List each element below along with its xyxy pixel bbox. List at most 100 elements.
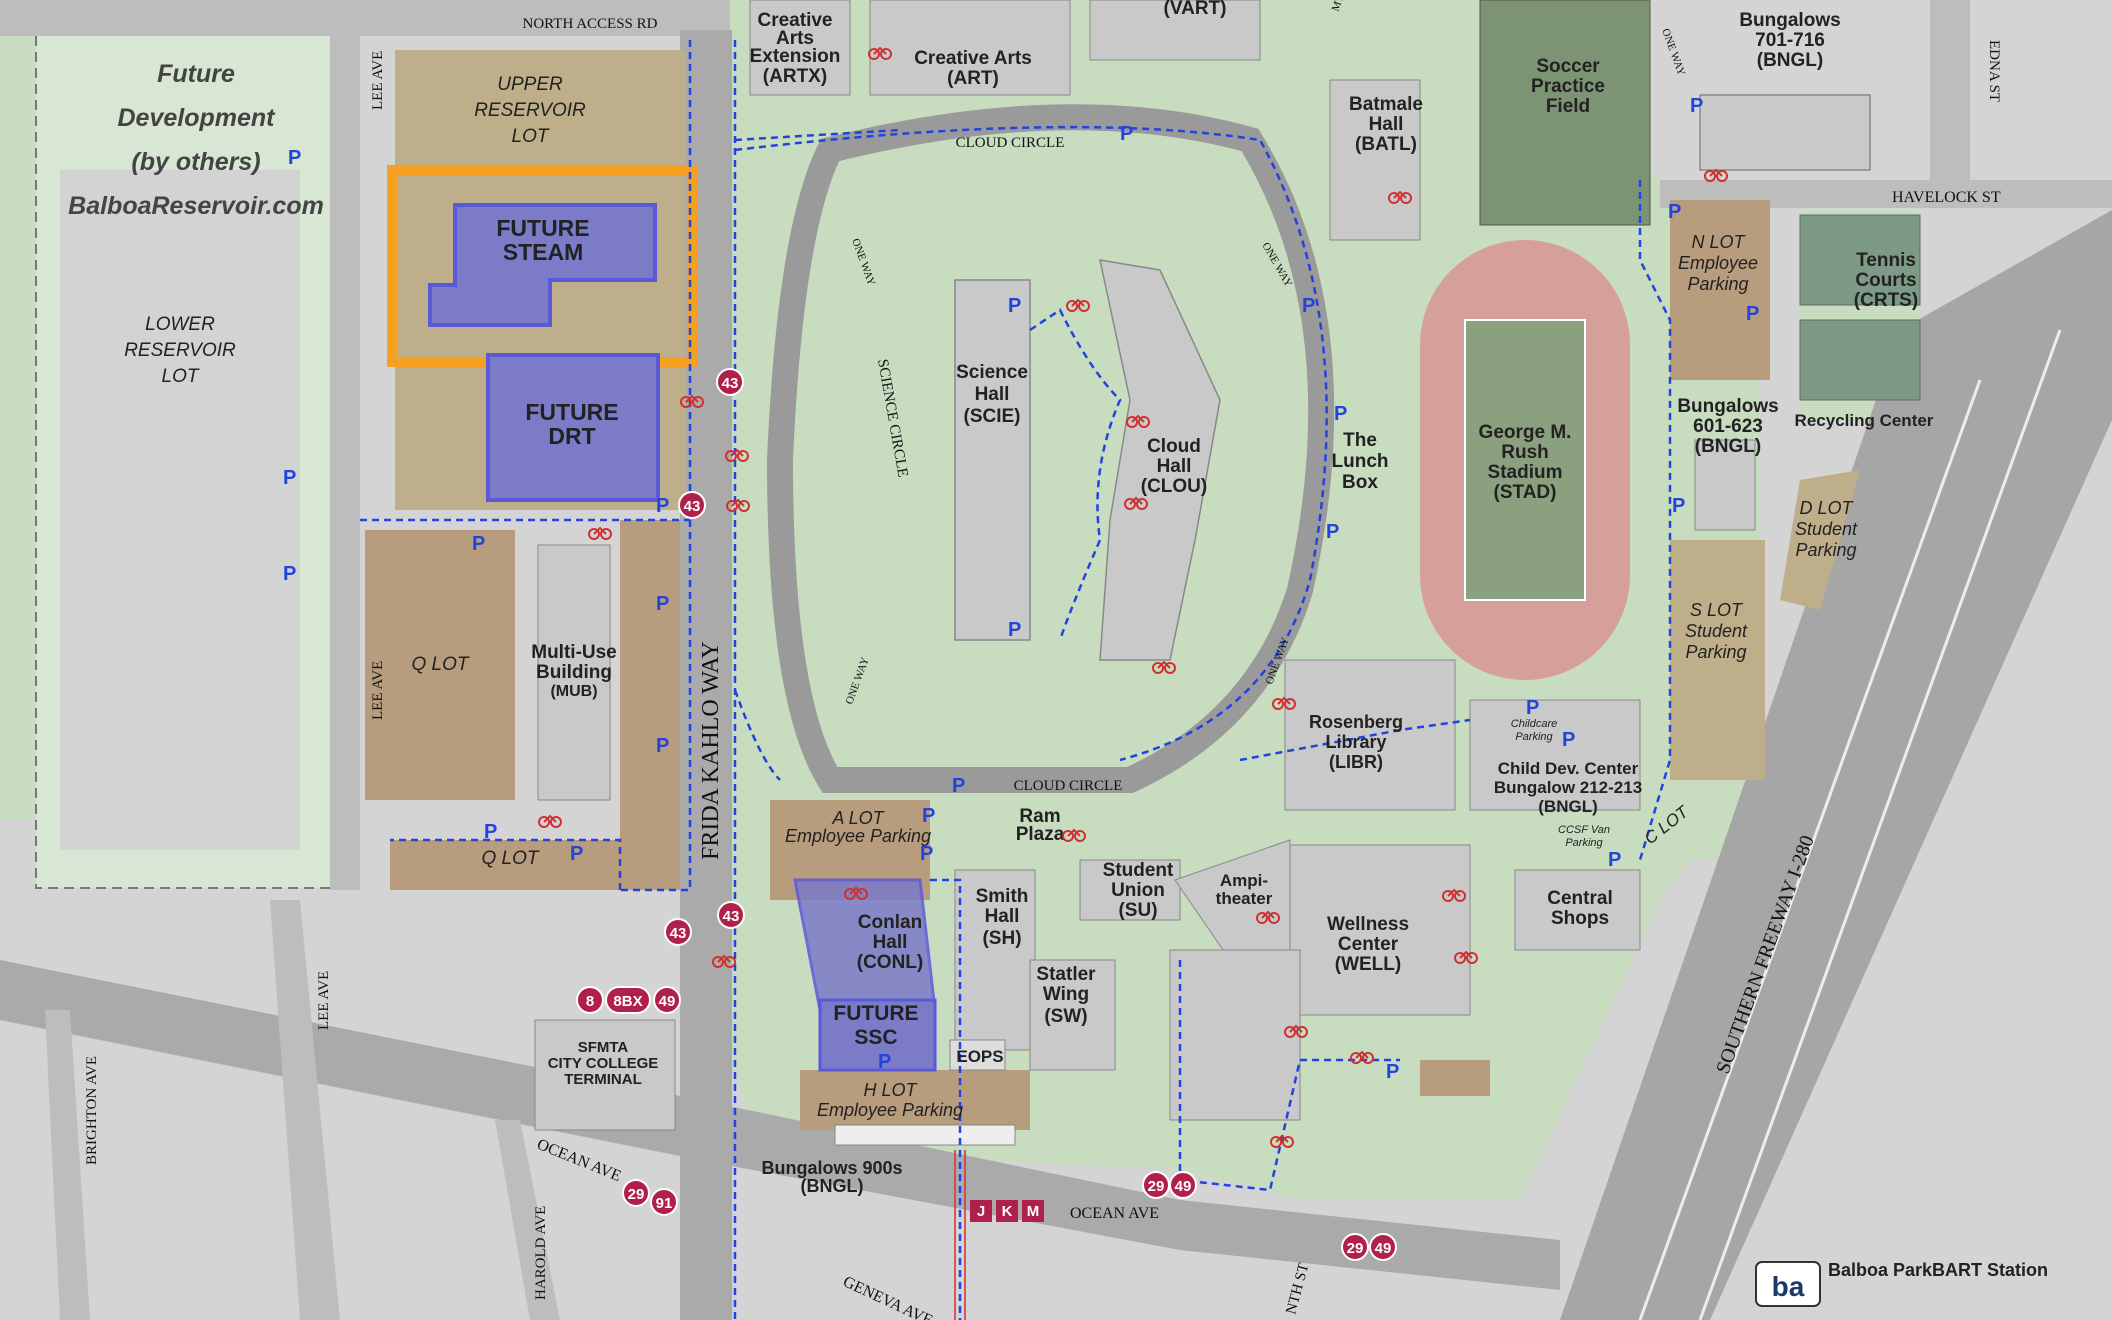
- bus-stop-icon[interactable]: [716, 368, 744, 396]
- bus-route-label[interactable]: 43: [723, 908, 740, 925]
- recycling-label[interactable]: Recycling Center: [1795, 411, 1934, 430]
- bike-rack-icon[interactable]: [1442, 888, 1466, 902]
- bngl701-label-3[interactable]: (BNGL): [1757, 50, 1823, 71]
- future-drt-label-1[interactable]: FUTURE: [525, 399, 618, 425]
- muni-line-label[interactable]: K: [1002, 1203, 1013, 1220]
- stadium-label-1[interactable]: George M.: [1479, 422, 1572, 443]
- sw-label-2[interactable]: Wing: [1043, 984, 1089, 1005]
- parking-icon[interactable]: P: [1746, 303, 1759, 325]
- artx-label-3[interactable]: Extension: [750, 46, 841, 67]
- art-label-2[interactable]: (ART): [947, 68, 999, 89]
- stadium-label-2[interactable]: Rush: [1501, 442, 1549, 463]
- bus-route-label[interactable]: 29: [628, 1186, 645, 1203]
- bike-rack-icon[interactable]: [1350, 1050, 1374, 1064]
- bart-logo-icon[interactable]: [1755, 1261, 1821, 1307]
- lunch-label-1[interactable]: The: [1343, 430, 1377, 451]
- tennis-label-3[interactable]: (CRTS): [1854, 290, 1918, 311]
- tennis-label-2[interactable]: Courts: [1855, 270, 1916, 291]
- parking-icon[interactable]: P: [656, 735, 669, 757]
- art-label-1[interactable]: Creative Arts: [914, 48, 1032, 69]
- bus-route-label[interactable]: 49: [659, 993, 676, 1010]
- bus-route-label[interactable]: 91: [656, 1195, 673, 1212]
- lunch-label-2[interactable]: Lunch: [1332, 451, 1389, 472]
- bike-rack-icon[interactable]: [725, 448, 749, 462]
- su-label-3[interactable]: (SU): [1118, 900, 1157, 921]
- sh-label-3[interactable]: (SH): [982, 928, 1021, 949]
- soccer-label-2[interactable]: Practice: [1531, 76, 1605, 97]
- bus-stop-icon[interactable]: [576, 986, 604, 1014]
- bngl601-label-1[interactable]: Bungalows: [1677, 396, 1778, 417]
- bart-station-label[interactable]: Balboa ParkBART Station: [1828, 1260, 2048, 1280]
- future-steam-label-1[interactable]: FUTURE: [496, 215, 589, 241]
- libr-label-2[interactable]: Library: [1325, 732, 1386, 752]
- artx-label-4[interactable]: (ARTX): [763, 66, 827, 87]
- libr-label-1[interactable]: Rosenberg: [1309, 712, 1403, 732]
- scie-label-3[interactable]: (SCIE): [964, 406, 1021, 427]
- bngl601-label-2[interactable]: 601-623: [1693, 416, 1763, 437]
- mub-label-1[interactable]: Multi-Use: [531, 642, 617, 663]
- mub-label-2[interactable]: Building: [536, 662, 612, 683]
- lunch-label-3[interactable]: Box: [1342, 472, 1378, 493]
- parking-icon[interactable]: P: [878, 1051, 891, 1073]
- sw-label-3[interactable]: (SW): [1044, 1006, 1087, 1027]
- tennis-label-1[interactable]: Tennis: [1856, 250, 1916, 271]
- bus-route-label[interactable]: 8: [586, 993, 594, 1010]
- bus-route-label[interactable]: 49: [1375, 1240, 1392, 1257]
- bus-route-label[interactable]: 29: [1347, 1240, 1364, 1257]
- muni-line-icon[interactable]: [996, 1200, 1018, 1222]
- bus-stop-icon[interactable]: [653, 986, 681, 1014]
- bike-rack-icon[interactable]: [1066, 298, 1090, 312]
- parking-icon[interactable]: P: [656, 593, 669, 615]
- bike-rack-icon[interactable]: [538, 814, 562, 828]
- bngl701-label-1[interactable]: Bungalows: [1739, 10, 1840, 31]
- bus-stop-icon[interactable]: [717, 901, 745, 929]
- bngl900-label-2[interactable]: (BNGL): [801, 1176, 864, 1196]
- parking-icon[interactable]: P: [920, 843, 933, 865]
- website-link[interactable]: BalboaReservoir.com: [68, 192, 324, 220]
- bus-stop-icon[interactable]: [605, 986, 651, 1014]
- bike-rack-icon[interactable]: [1126, 414, 1150, 428]
- childdev-label-1[interactable]: Child Dev. Center: [1498, 759, 1639, 778]
- parking-icon[interactable]: P: [1008, 295, 1021, 317]
- bike-rack-icon[interactable]: [1124, 496, 1148, 510]
- bike-rack-icon[interactable]: [1256, 910, 1280, 924]
- bus-stop-icon[interactable]: [622, 1179, 650, 1207]
- bus-route-label[interactable]: 29: [1148, 1178, 1165, 1195]
- future-ssc-label-1[interactable]: FUTURE: [833, 1002, 918, 1025]
- artx-label-1[interactable]: Creative: [758, 10, 833, 31]
- parking-icon[interactable]: P: [1334, 403, 1347, 425]
- bike-rack-icon[interactable]: [1388, 190, 1412, 204]
- bus-stop-icon[interactable]: [1341, 1233, 1369, 1261]
- sfmta-label-1[interactable]: SFMTA: [578, 1039, 629, 1056]
- ram-label-1[interactable]: Ram: [1019, 806, 1060, 827]
- bngl701-label-2[interactable]: 701-716: [1755, 30, 1825, 51]
- bike-rack-icon[interactable]: [1454, 950, 1478, 964]
- parking-icon[interactable]: P: [1120, 123, 1133, 145]
- amph-label-2[interactable]: theater: [1216, 889, 1273, 908]
- central-label-1[interactable]: Central: [1547, 888, 1612, 909]
- parking-icon[interactable]: P: [656, 495, 669, 517]
- artx-label-2[interactable]: Arts: [776, 28, 814, 49]
- muni-line-label[interactable]: J: [977, 1203, 985, 1220]
- parking-icon[interactable]: P: [1302, 295, 1315, 317]
- parking-icon[interactable]: P: [288, 147, 301, 169]
- clou-label-3[interactable]: (CLOU): [1141, 476, 1207, 497]
- parking-icon[interactable]: P: [283, 467, 296, 489]
- parking-icon[interactable]: P: [1326, 521, 1339, 543]
- ram-label-2[interactable]: Plaza: [1016, 824, 1065, 845]
- parking-icon[interactable]: P: [1386, 1061, 1399, 1083]
- bus-stop-icon[interactable]: [650, 1188, 678, 1216]
- parking-icon[interactable]: P: [922, 805, 935, 827]
- bike-rack-icon[interactable]: [1272, 696, 1296, 710]
- well-label-1[interactable]: Wellness: [1327, 914, 1409, 935]
- sw-label-1[interactable]: Statler: [1036, 964, 1096, 985]
- bike-rack-icon[interactable]: [868, 46, 892, 60]
- bus-stop-icon[interactable]: [664, 918, 692, 946]
- clou-label-1[interactable]: Cloud: [1147, 436, 1201, 457]
- bike-rack-icon[interactable]: [726, 498, 750, 512]
- bike-rack-icon[interactable]: [1704, 168, 1728, 182]
- parking-icon[interactable]: P: [283, 563, 296, 585]
- bus-route-label[interactable]: 49: [1175, 1178, 1192, 1195]
- batl-label-3[interactable]: (BATL): [1355, 134, 1417, 155]
